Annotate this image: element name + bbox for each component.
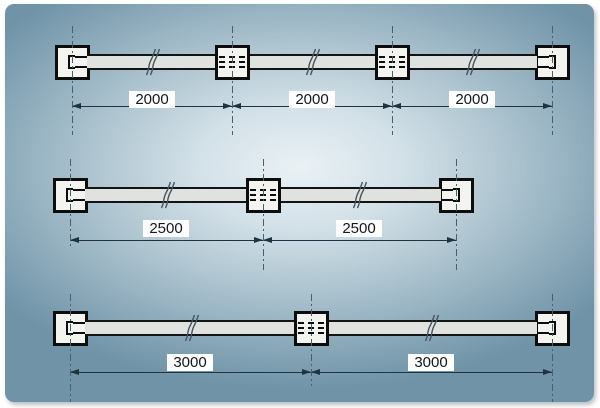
hidden-rail-dash: [73, 322, 85, 324]
dimension-arrow: [302, 369, 311, 375]
hidden-rail-dash: [537, 322, 549, 324]
rail-break-icon: [304, 47, 321, 77]
rail-break-icon: [159, 180, 176, 210]
dimension-label: 2000: [129, 91, 175, 108]
post-centerline: [552, 294, 553, 402]
dimension-arrow: [447, 237, 456, 243]
post-centerline: [70, 159, 71, 249]
post-centerline: [70, 294, 71, 402]
dimension-label: 2000: [449, 91, 495, 108]
post-centerline: [263, 159, 264, 270]
dimension-arrow: [392, 103, 401, 109]
rail-break-icon: [183, 313, 200, 343]
hidden-rail-dash: [73, 189, 85, 191]
dimension-label: 2500: [143, 220, 189, 237]
dimension-arrow: [543, 103, 552, 109]
dimension-arrow: [254, 237, 263, 243]
post-centerline: [392, 26, 393, 135]
hidden-rail-dash: [73, 332, 85, 334]
dimension-arrow: [383, 103, 392, 109]
dimension-arrow: [70, 369, 79, 375]
rail-break-icon: [351, 180, 368, 210]
post-centerline: [72, 26, 73, 135]
dimension-arrow: [543, 369, 552, 375]
hidden-rail-dash: [75, 56, 87, 58]
rail-end-bracket-icon: [68, 55, 75, 69]
hidden-rail-dash: [441, 189, 453, 191]
post-centerline: [311, 294, 312, 386]
drawing-canvas: 2000 2000 2000 2500 2500: [5, 4, 594, 402]
rail-break-icon: [464, 47, 481, 77]
rail-end-bracket-icon: [66, 321, 73, 335]
hidden-rail-dash: [75, 66, 87, 68]
post-centerline: [456, 159, 457, 270]
dimension-label: 3000: [408, 354, 454, 371]
post-centerline: [232, 26, 233, 135]
hidden-rail-dash: [537, 56, 549, 58]
dimension-label: 2500: [336, 220, 382, 237]
dimension-arrow: [223, 103, 232, 109]
hidden-rail-dash: [441, 199, 453, 201]
dimension-arrow: [263, 237, 272, 243]
dimension-arrow: [72, 103, 81, 109]
hidden-rail-dash: [73, 199, 85, 201]
dimension-label: 2000: [289, 91, 335, 108]
post-centerline: [552, 26, 553, 135]
dimension-label: 3000: [167, 354, 213, 371]
dimension-arrow: [70, 237, 79, 243]
rail-end-bracket-icon: [66, 188, 73, 202]
dimension-arrow: [232, 103, 241, 109]
rail-break-icon: [144, 47, 161, 77]
hidden-rail-dash: [537, 332, 549, 334]
dimension-arrow: [311, 369, 320, 375]
rail-break-icon: [423, 313, 440, 343]
hidden-rail-dash: [537, 66, 549, 68]
